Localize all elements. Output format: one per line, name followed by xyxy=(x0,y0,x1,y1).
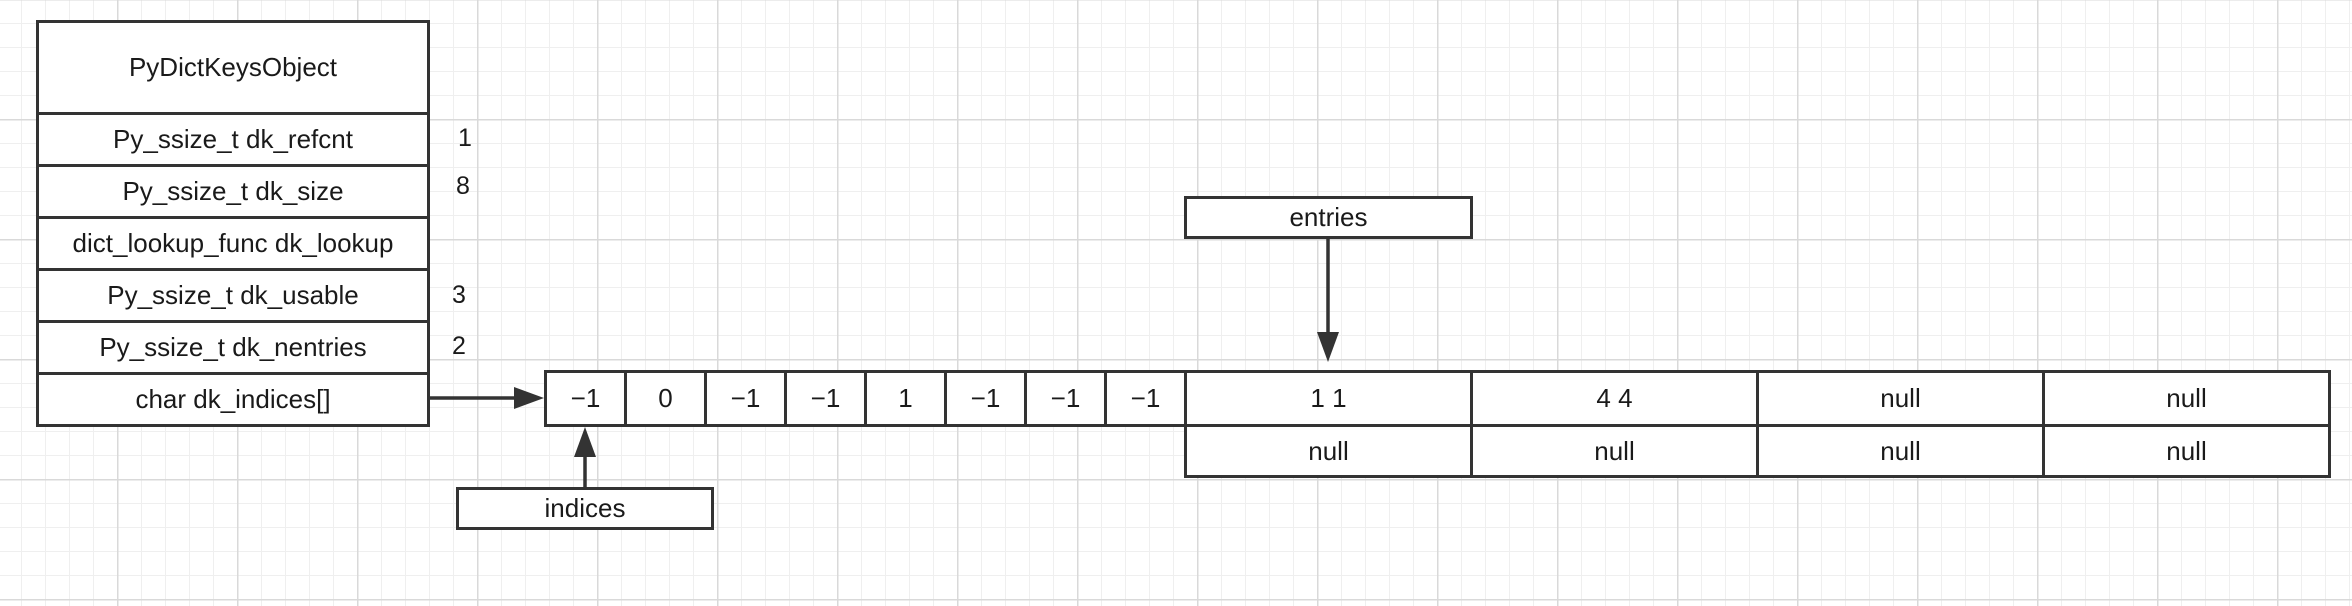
field-dk-nentries: Py_ssize_t dk_nentries xyxy=(36,320,430,375)
dk-nentries-value: 2 xyxy=(452,332,466,360)
dk-size-value: 8 xyxy=(456,172,470,200)
arrowhead-down xyxy=(1317,332,1339,362)
field-dk-size: Py_ssize_t dk_size xyxy=(36,164,430,219)
entry-cell: 1 1 xyxy=(1184,370,1473,427)
index-cell: 1 xyxy=(864,370,947,427)
index-cell: −1 xyxy=(704,370,787,427)
field-dk-lookup: dict_lookup_func dk_lookup xyxy=(36,216,430,271)
dk-usable-value: 3 xyxy=(452,281,466,309)
dk-refcnt-value: 1 xyxy=(458,124,472,152)
indices-label: indices xyxy=(456,487,714,530)
entry-cell: null xyxy=(1184,424,1473,478)
field-dk-usable: Py_ssize_t dk_usable xyxy=(36,268,430,323)
struct-title: PyDictKeysObject xyxy=(36,20,430,115)
index-cell: −1 xyxy=(1104,370,1187,427)
index-cell: −1 xyxy=(544,370,627,427)
entry-cell: null xyxy=(1470,424,1759,478)
arrowhead-up xyxy=(574,427,596,457)
entry-cell: null xyxy=(2042,370,2331,427)
entry-cell: 4 4 xyxy=(1470,370,1759,427)
arrowhead-right xyxy=(514,387,544,409)
field-dk-indices: char dk_indices[] xyxy=(36,372,430,427)
entries-label: entries xyxy=(1184,196,1473,239)
index-cell: −1 xyxy=(784,370,867,427)
entry-cell: null xyxy=(2042,424,2331,478)
